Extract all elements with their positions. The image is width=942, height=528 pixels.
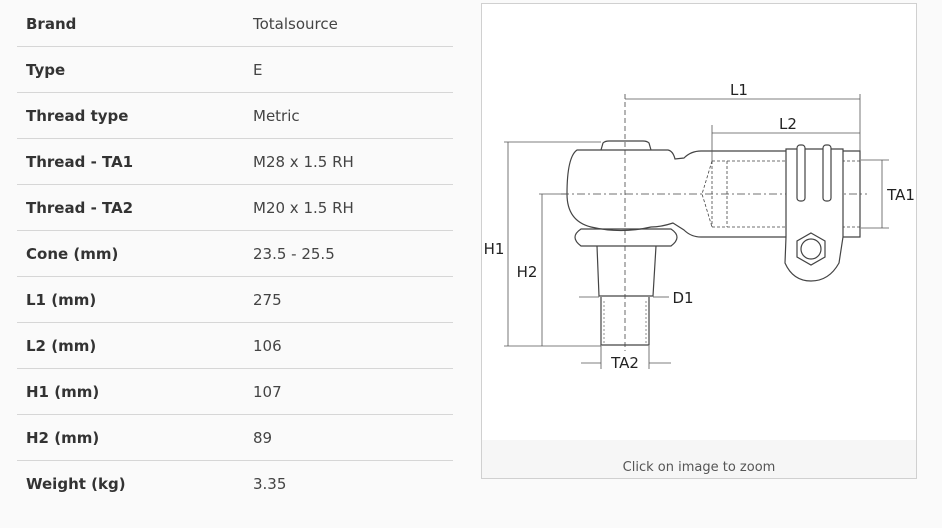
specifications-table: Brand Totalsource Type E Thread type Metric… (17, 1, 453, 506)
spec-value: 107 (253, 382, 282, 401)
spec-label: Type (26, 60, 66, 79)
spec-row: Brand Totalsource (17, 1, 453, 47)
spec-label: Thread - TA2 (26, 198, 134, 217)
spec-row: Thread type Metric (17, 93, 453, 139)
spec-label: Brand (26, 14, 77, 33)
spec-label: H2 (mm) (26, 428, 100, 447)
spec-row: Weight (kg) 3.35 (17, 461, 453, 506)
spec-row: Cone (mm) 23.5 - 25.5 (17, 231, 453, 277)
dimension-label-l1: L1 (730, 81, 748, 99)
spec-label: Cone (mm) (26, 244, 119, 263)
spec-row: H1 (mm) 107 (17, 369, 453, 415)
dimension-label-ta1: TA1 (886, 186, 915, 204)
spec-label: Thread - TA1 (26, 152, 134, 171)
spec-value: M28 x 1.5 RH (253, 152, 354, 171)
zoom-caption[interactable]: Click on image to zoom (482, 440, 916, 478)
spec-value: 106 (253, 336, 282, 355)
product-diagram[interactable]: L1 L2 H1 H2 D1 TA2 TA1 Click on image to… (481, 3, 917, 479)
spec-value: E (253, 60, 263, 79)
dimension-label-ta2: TA2 (610, 354, 639, 372)
spec-row: L1 (mm) 275 (17, 277, 453, 323)
spec-row: Thread - TA2 M20 x 1.5 RH (17, 185, 453, 231)
spec-row: H2 (mm) 89 (17, 415, 453, 461)
spec-row: Thread - TA1 M28 x 1.5 RH (17, 139, 453, 185)
dimension-label-h1: H1 (484, 240, 505, 258)
spec-row: L2 (mm) 106 (17, 323, 453, 369)
spec-value: 89 (253, 428, 273, 447)
spec-value: M20 x 1.5 RH (253, 198, 354, 217)
spec-value: 23.5 - 25.5 (253, 244, 335, 263)
tie-rod-end-drawing: L1 L2 H1 H2 D1 TA2 TA1 (484, 81, 915, 372)
spec-row: Type E (17, 47, 453, 93)
spec-value: Totalsource (253, 14, 338, 33)
spec-value: Metric (253, 106, 300, 125)
spec-label: L1 (mm) (26, 290, 97, 309)
spec-label: L2 (mm) (26, 336, 97, 355)
spec-label: H1 (mm) (26, 382, 100, 401)
spec-label: Weight (kg) (26, 474, 126, 493)
dimension-label-h2: H2 (517, 263, 538, 281)
spec-value: 275 (253, 290, 282, 309)
dimension-label-d1: D1 (672, 289, 693, 307)
dimension-label-l2: L2 (779, 115, 797, 133)
spec-label: Thread type (26, 106, 129, 125)
spec-value: 3.35 (253, 474, 287, 493)
